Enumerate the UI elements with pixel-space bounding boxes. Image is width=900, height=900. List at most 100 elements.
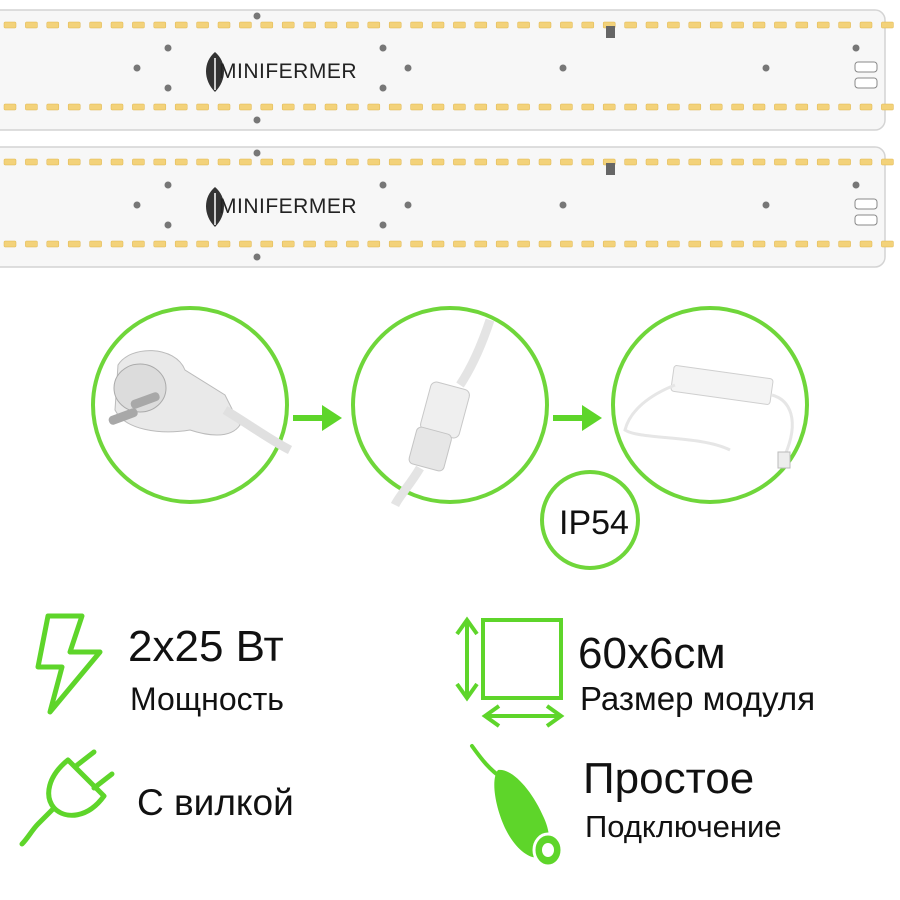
led-chip	[538, 103, 552, 111]
mount-hole	[559, 201, 567, 209]
led-chip	[410, 103, 423, 111]
led-chip	[838, 158, 851, 166]
led-chip	[410, 158, 423, 166]
led-chip	[410, 240, 423, 248]
led-chip	[881, 240, 894, 248]
led-chip	[688, 103, 702, 111]
led-chip	[367, 158, 381, 166]
led-chip	[346, 158, 359, 166]
mount-hole	[379, 84, 387, 92]
led-chip	[3, 158, 17, 166]
led-chip	[688, 240, 702, 248]
connector-pad	[854, 198, 878, 210]
led-chip	[474, 158, 488, 166]
mount-hole	[404, 64, 412, 72]
power-label: Мощность	[130, 681, 284, 717]
led-chip	[752, 21, 766, 29]
mount-hole	[379, 221, 387, 229]
led-chip	[645, 103, 659, 111]
led-board-bottom	[0, 146, 894, 268]
brand-logo-text: MINIFERMER	[219, 60, 357, 83]
led-chip	[174, 103, 188, 111]
led-chip	[324, 103, 338, 111]
led-chip	[46, 21, 60, 29]
led-chip	[709, 103, 723, 111]
led-chip	[581, 21, 595, 29]
led-chip	[816, 240, 830, 248]
led-chip	[239, 240, 252, 248]
led-chip	[89, 158, 102, 166]
connect-value: Простое	[583, 754, 755, 803]
plug-photo	[91, 306, 293, 504]
led-chip	[346, 103, 359, 111]
led-chip	[645, 21, 659, 29]
led-chip	[774, 158, 787, 166]
led-chip	[132, 21, 145, 29]
led-chip	[602, 103, 616, 111]
led-chip	[752, 103, 766, 111]
led-chip	[560, 21, 573, 29]
led-chip	[453, 21, 466, 29]
led-chip	[517, 158, 530, 166]
plug-label: С вилкой	[137, 782, 294, 823]
led-chip	[816, 103, 830, 111]
led-chip	[239, 21, 252, 29]
led-chip	[859, 21, 873, 29]
led-chip	[838, 21, 851, 29]
led-chip	[260, 158, 274, 166]
led-chip	[517, 103, 530, 111]
led-chip	[667, 103, 680, 111]
led-chip	[25, 21, 38, 29]
mount-hole	[404, 201, 412, 209]
mount-hole	[253, 149, 261, 157]
led-chip	[431, 103, 445, 111]
led-chip	[110, 158, 124, 166]
dimensions-icon	[455, 616, 565, 728]
led-chip	[303, 21, 316, 29]
led-chip	[153, 158, 167, 166]
pcb	[0, 9, 886, 131]
led-chip	[602, 240, 616, 248]
led-chip	[25, 158, 38, 166]
led-chip	[153, 103, 167, 111]
led-chip	[46, 158, 60, 166]
arrow-icon	[553, 405, 602, 431]
led-chip	[645, 158, 659, 166]
led-chip	[281, 103, 295, 111]
led-chip	[367, 240, 381, 248]
led-chip	[324, 240, 338, 248]
led-chip	[431, 158, 445, 166]
led-chip	[46, 240, 60, 248]
mount-hole	[253, 12, 261, 20]
led-chip	[174, 240, 188, 248]
led-chip	[303, 158, 316, 166]
led-chip	[774, 240, 787, 248]
led-chip	[731, 103, 744, 111]
led-chip	[431, 21, 445, 29]
mount-hole	[762, 64, 770, 72]
led-chip	[538, 21, 552, 29]
led-chip	[495, 21, 509, 29]
led-chip	[388, 103, 402, 111]
led-chip	[795, 21, 809, 29]
led-chip	[217, 240, 231, 248]
led-chip	[217, 103, 231, 111]
led-chip	[346, 21, 359, 29]
component	[606, 163, 615, 175]
driver-photo	[611, 306, 809, 504]
led-chip	[816, 21, 830, 29]
led-chip	[624, 158, 637, 166]
led-chip	[495, 240, 509, 248]
mount-hole	[164, 221, 172, 229]
led-chip	[816, 158, 830, 166]
led-chip	[89, 21, 102, 29]
plug-icon	[19, 749, 115, 847]
led-chip	[196, 21, 209, 29]
led-chip	[46, 103, 60, 111]
led-chip	[795, 240, 809, 248]
mount-hole	[133, 64, 141, 72]
brand-logo: MINIFERMER	[203, 185, 357, 234]
led-chip	[67, 103, 81, 111]
led-chip	[495, 158, 509, 166]
led-chip	[367, 21, 381, 29]
